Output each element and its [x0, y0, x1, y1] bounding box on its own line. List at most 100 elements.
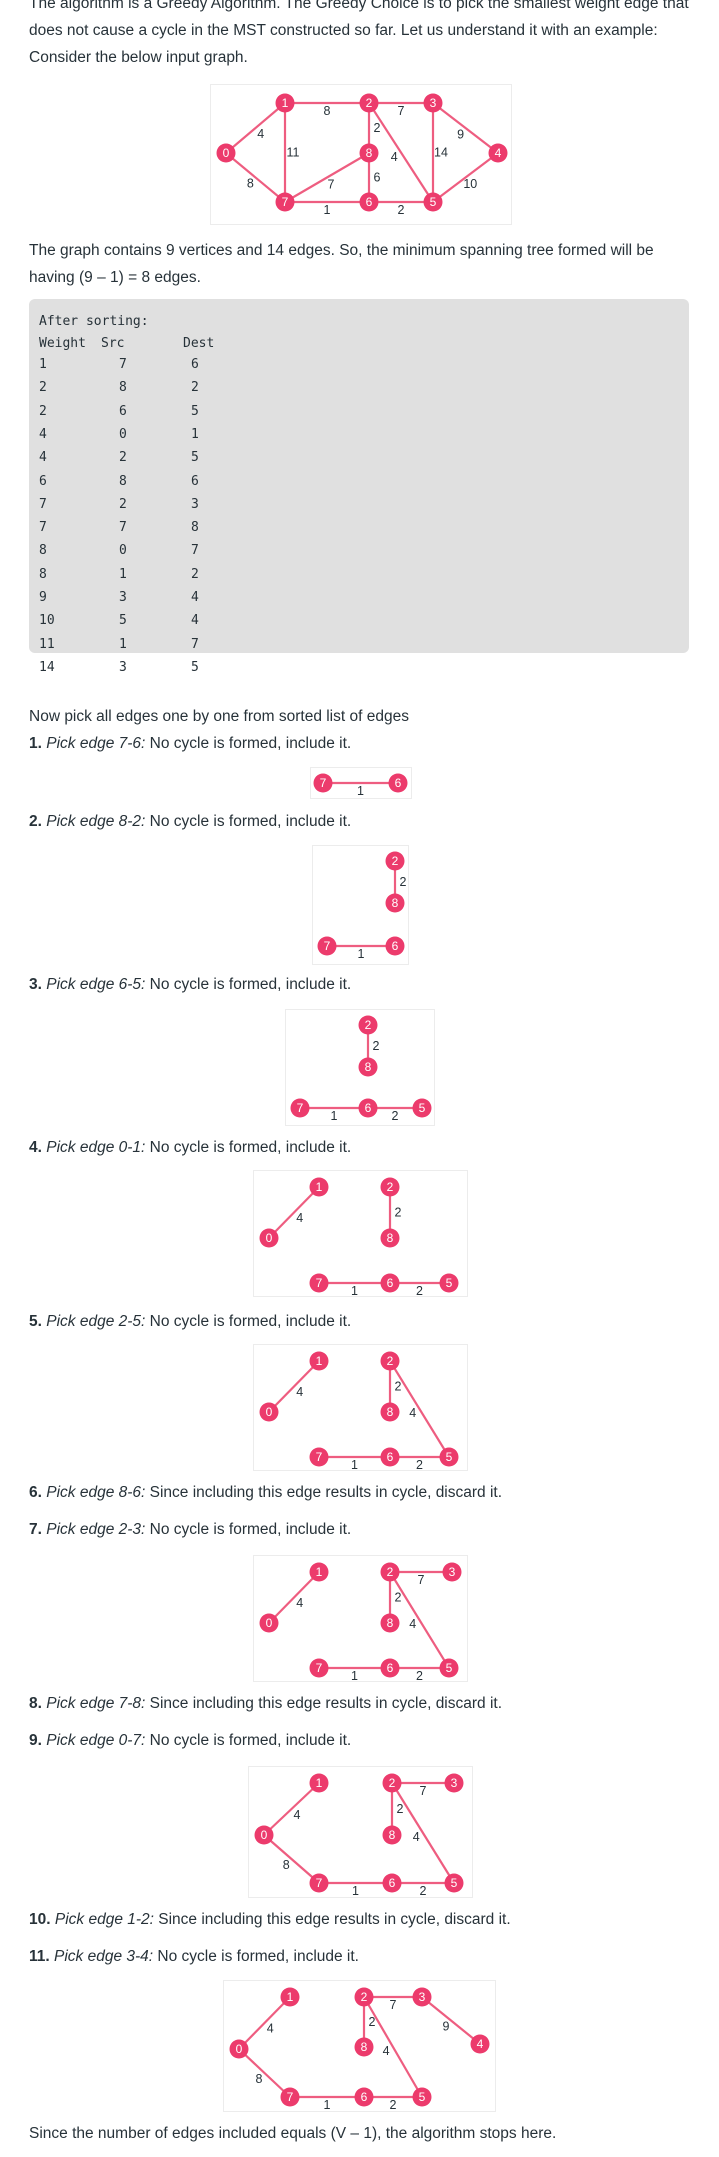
- edge-weight-label: 7: [420, 1784, 427, 1798]
- edge-7-8: [284, 152, 370, 203]
- vertex-8: [385, 893, 405, 913]
- vertex-label: 7: [316, 1876, 323, 1890]
- code-row-dest: 1: [191, 426, 199, 442]
- edge-weight-label: 1: [324, 203, 331, 217]
- edge-weight-label: 7: [398, 104, 405, 118]
- vertex-label: 4: [477, 2037, 484, 2051]
- code-row-src: 7: [119, 520, 127, 536]
- vertex-2: [358, 1015, 378, 1035]
- code-row-dest: 4: [191, 613, 199, 629]
- edge-weight-label: 2: [390, 2098, 397, 2112]
- vertex-8: [380, 1613, 400, 1633]
- vertex-1: [280, 1987, 300, 2007]
- vertex-5: [439, 1273, 459, 1293]
- edge-0-1: [268, 1571, 320, 1624]
- intro-paragraph: The algorithm is a Greedy Algorithm. The…: [29, 0, 689, 66]
- vertex-label: 6: [395, 776, 402, 790]
- step-result: No cycle is formed, include it.: [145, 1732, 352, 1749]
- vertex-5: [423, 192, 443, 212]
- edge-3-4: [432, 102, 499, 154]
- vertex-3: [444, 1773, 464, 1793]
- step-10: 10. Pick edge 1-2: Since including this …: [29, 1906, 694, 1933]
- edge-weight-label: 4: [391, 150, 398, 164]
- code-row-weight: 8: [39, 543, 47, 559]
- step-8: 8. Pick edge 7-8: Since including this e…: [29, 1690, 694, 1717]
- vertex-label: 7: [297, 1101, 304, 1115]
- step-2: 2. Pick edge 8-2: No cycle is formed, in…: [29, 808, 694, 835]
- vertex-5: [444, 1873, 464, 1893]
- vertex-label: 5: [446, 1276, 453, 1290]
- step-edge: Pick edge 8-6:: [46, 1484, 146, 1501]
- edge-weight-label: 2: [398, 203, 405, 217]
- vertex-label: 7: [282, 195, 289, 209]
- code-row-src: 3: [119, 590, 127, 605]
- vertex-label: 3: [430, 96, 437, 110]
- step-number: 11.: [29, 1948, 50, 1965]
- vertex-8: [359, 143, 379, 163]
- vertex-label: 0: [266, 1405, 273, 1419]
- step-number: 6.: [29, 1484, 42, 1501]
- pick-intro: Now pick all edges one by one from sorte…: [29, 708, 409, 725]
- edge-3-4: [421, 1996, 481, 2045]
- vertex-1: [309, 1562, 329, 1582]
- vertex-label: 6: [366, 195, 373, 209]
- vertex-label: 2: [387, 1565, 394, 1579]
- vertex-6: [380, 1447, 400, 1467]
- vertex-1: [309, 1773, 329, 1793]
- edge-weight-label: 2: [416, 1458, 423, 1472]
- vertex-5: [439, 1658, 459, 1678]
- edge-weight-label: 2: [395, 1380, 402, 1394]
- code-row-weight: 7: [39, 520, 47, 536]
- edge-weight-label: 4: [296, 1211, 303, 1225]
- code-row-src: 1: [119, 566, 127, 582]
- vertex-6: [382, 1873, 402, 1893]
- vertex-7: [290, 1098, 310, 1118]
- vertex-label: 8: [387, 1616, 394, 1630]
- code-row-src: 8: [119, 380, 127, 396]
- edge-0-1: [263, 1782, 320, 1836]
- vertex-8: [354, 2037, 374, 2057]
- step-edge: Pick edge 2-3:: [46, 1521, 146, 1538]
- edge-weight-label: 1: [351, 1284, 358, 1298]
- edge-weight-label: 8: [324, 104, 331, 118]
- step-9: 9. Pick edge 0-7: No cycle is formed, in…: [29, 1727, 694, 1754]
- code-row-dest: 5: [191, 659, 199, 675]
- vertex-label: 7: [324, 939, 331, 953]
- vertex-label: 5: [419, 2090, 426, 2104]
- step-result: No cycle is formed, include it.: [145, 1521, 352, 1538]
- vertex-label: 6: [365, 1101, 372, 1115]
- edge-weight-label: 4: [267, 2022, 274, 2036]
- step-number: 3.: [29, 976, 42, 993]
- vertex-label: 5: [419, 1101, 426, 1115]
- edge-0-1: [238, 1996, 291, 2050]
- vertex-6: [380, 1658, 400, 1678]
- edge-weight-label: 4: [383, 2044, 390, 2058]
- vertex-label: 1: [316, 1354, 323, 1368]
- vertex-5: [439, 1447, 459, 1467]
- vertex-4: [488, 143, 508, 163]
- vertex-1: [275, 93, 295, 113]
- vertex-6: [385, 936, 405, 956]
- vertex-label: 1: [316, 1776, 323, 1790]
- edge-weight-label: 2: [416, 1669, 423, 1683]
- edge-weight-label: 1: [358, 947, 365, 961]
- step-result: Since including this edge results in cyc…: [145, 1484, 503, 1501]
- vertex-3: [442, 1562, 462, 1582]
- vertex-2: [380, 1177, 400, 1197]
- vertex-label: 0: [266, 1616, 273, 1630]
- code-row-weight: 11: [39, 636, 55, 652]
- vertex-label: 0: [266, 1231, 273, 1245]
- code-row-src: 6: [119, 403, 127, 419]
- edge-0-7: [225, 152, 286, 203]
- code-row-weight: 8: [39, 566, 47, 582]
- step-number: 4.: [29, 1139, 42, 1156]
- vertex-label: 6: [392, 939, 399, 953]
- graph-summary: The graph contains 9 vertices and 14 edg…: [29, 242, 654, 286]
- code-row-dest: 5: [191, 450, 199, 466]
- edge-weight-label: 2: [420, 1884, 427, 1898]
- code-row-dest: 6: [191, 357, 199, 372]
- edge-weight-label: 1: [352, 1884, 359, 1898]
